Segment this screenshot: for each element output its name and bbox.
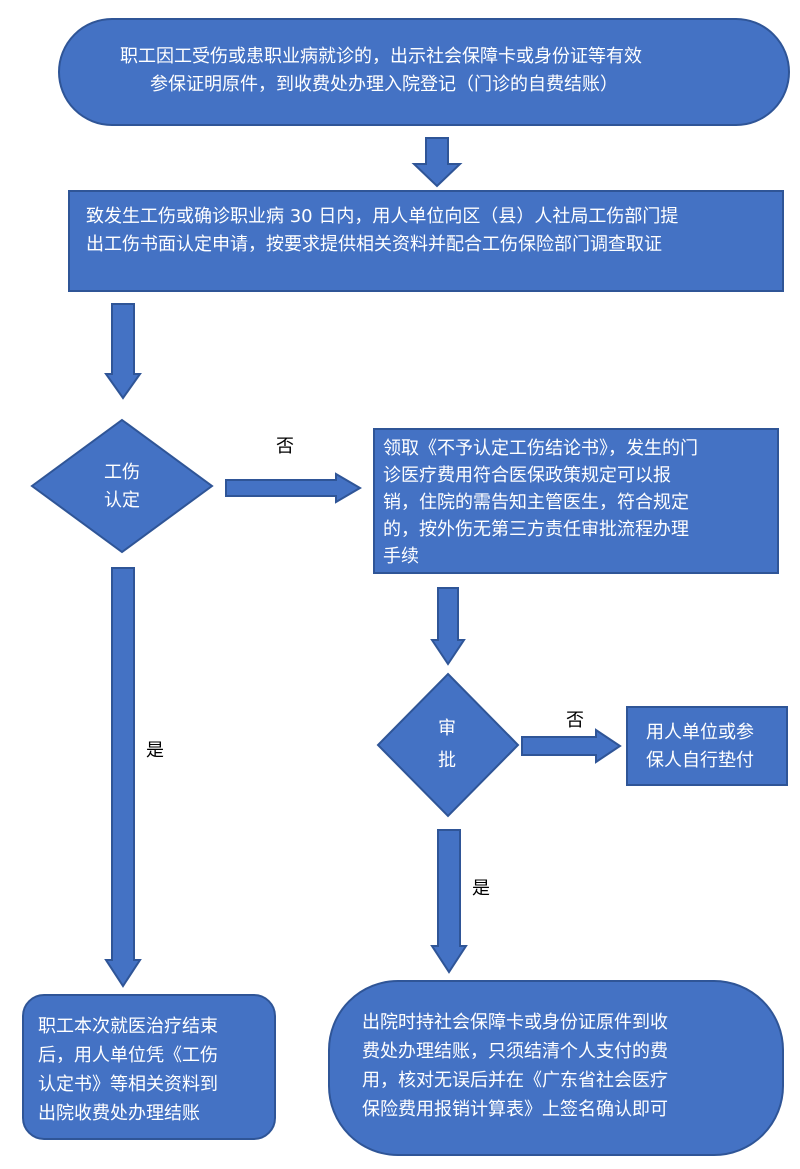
arrow-apply-to-decision1: [104, 303, 142, 400]
not-recognized-line2: 诊医疗费用符合医保政策规定可以报: [383, 465, 671, 486]
self-pay-node: 用人单位或参 保人自行垫付: [626, 706, 788, 786]
not-recognized-line1: 领取《不予认定工伤结论书》，发生的门: [383, 438, 698, 459]
self-pay-line2: 保人自行垫付: [646, 750, 754, 771]
settle-injury-line2: 后，用人单位凭《工伤: [38, 1045, 218, 1066]
settle-approved-line4: 保险费用报销计算表》上签名确认即可: [362, 1099, 668, 1120]
arrow-decision1-no: [225, 472, 362, 504]
decision1-text-line1: 工伤: [104, 462, 140, 483]
arrow-decision2-no: [521, 728, 622, 764]
apply-text-line1: 致发生工伤或确诊职业病 30 日内，用人单位向区（县）人社局工伤部门提: [86, 206, 679, 227]
settle-approved-line2: 费处办理结账，只须结清个人支付的费: [362, 1041, 668, 1062]
settle-injury-line3: 认定书》等相关资料到: [38, 1074, 218, 1095]
settle-injury-line1: 职工本次就医治疗结束: [38, 1016, 218, 1037]
not-recognized-line4: 的，按外伤无第三方责任审批流程办理: [383, 519, 689, 540]
arrow-notrecognized-to-decision2: [430, 587, 466, 666]
decision2-text-line2: 批: [438, 750, 456, 771]
not-recognized-line5: 手续: [383, 546, 419, 567]
settle-approved-line3: 用，核对无误后并在《广东省社会医疗: [362, 1070, 668, 1091]
arrow-start-to-apply: [411, 137, 463, 188]
start-text-line2: 参保证明原件，到收费处办理入院登记（门诊的自费结账）: [150, 74, 618, 95]
decision1-text-line2: 认定: [104, 490, 140, 511]
settle-injury-node: 职工本次就医治疗结束 后，用人单位凭《工伤 认定书》等相关资料到 出院收费处办理…: [22, 994, 276, 1140]
decision2-yes-label: 是: [472, 878, 490, 899]
decision1-diamond: [30, 418, 214, 554]
decision2-text-line1: 审: [438, 718, 456, 739]
settle-injury-line4: 出院收费处办理结账: [38, 1103, 200, 1124]
not-recognized-node: 领取《不予认定工伤结论书》，发生的门 诊医疗费用符合医保政策规定可以报 销，住院…: [373, 428, 779, 574]
decision1-yes-label: 是: [146, 740, 164, 761]
start-node: 职工因工受伤或患职业病就诊的，出示社会保障卡或身份证等有效 参保证明原件，到收费…: [58, 18, 790, 126]
decision1-no-label: 否: [276, 436, 294, 457]
apply-text-line2: 出工伤书面认定申请，按要求提供相关资料并配合工伤保险部门调查取证: [86, 234, 662, 255]
settle-approved-line1: 出院时持社会保障卡或身份证原件到收: [362, 1012, 668, 1033]
decision2-diamond: [376, 672, 520, 818]
arrow-decision1-yes: [104, 567, 142, 988]
self-pay-line1: 用人单位或参: [646, 722, 754, 743]
settle-approved-node: 出院时持社会保障卡或身份证原件到收 费处办理结账，只须结清个人支付的费 用，核对…: [328, 980, 784, 1156]
start-text-line1: 职工因工受伤或患职业病就诊的，出示社会保障卡或身份证等有效: [120, 46, 642, 67]
decision2-no-label: 否: [566, 710, 584, 731]
arrow-decision2-yes: [430, 829, 468, 974]
not-recognized-line3: 销，住院的需告知主管医生，符合规定: [383, 492, 689, 513]
apply-node: 致发生工伤或确诊职业病 30 日内，用人单位向区（县）人社局工伤部门提 出工伤书…: [68, 190, 784, 292]
